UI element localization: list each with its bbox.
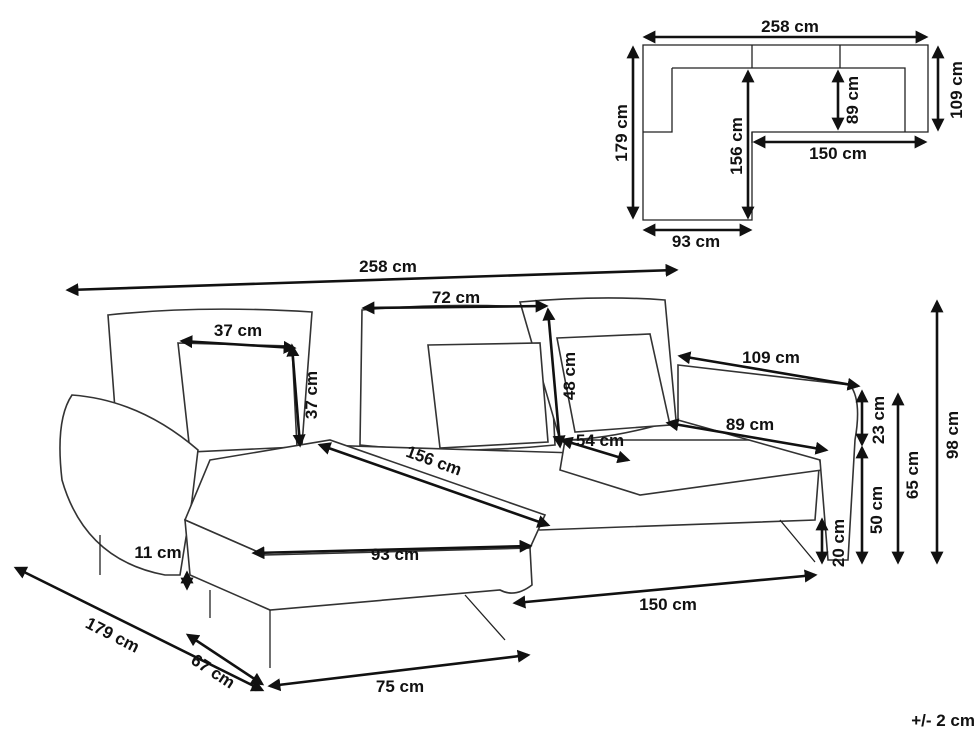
arm-depth-arrow: [677, 351, 861, 391]
back-cushion-width-label: 72 cm: [432, 288, 480, 307]
plan-outline: [642, 44, 929, 221]
back-cushion-height-arrow: [542, 307, 566, 449]
leg-right: [779, 519, 816, 563]
chaise-length-arrow: [317, 442, 551, 528]
overall-width-arrow: [65, 263, 679, 297]
back-cushion-width-arrow: [361, 299, 549, 315]
cushion-height-label: 37 cm: [302, 371, 321, 419]
seat-height-label: 50 cm: [867, 486, 886, 534]
arm-total-height-label: 65 cm: [903, 451, 922, 499]
seat-width-label: 54 cm: [576, 431, 624, 450]
arm-depth-label: 109 cm: [742, 348, 800, 367]
chaise-width-label: 75 cm: [376, 677, 424, 696]
plan-inner-depth-label: 89 cm: [843, 76, 862, 124]
plan-right-depth-label: 109 cm: [947, 61, 966, 119]
back-cushion-height-label: 48 cm: [560, 352, 579, 400]
plan-main-width-label: 150 cm: [809, 144, 867, 163]
arm-height-label: 23 cm: [869, 396, 888, 444]
leg-height-left-label: 11 cm: [134, 543, 181, 562]
top-plan-view: 258 cm 179 cm 156 cm 89 cm 109 cm 150 cm…: [612, 17, 966, 251]
cushion-height-arrow: [286, 343, 306, 448]
chaise-width-arrow: [267, 649, 531, 692]
total-height-label: 98 cm: [943, 411, 962, 459]
throw-pillow-left: [177, 342, 298, 453]
seat-depth-label: 89 cm: [726, 415, 774, 434]
main-width-arrow: [512, 569, 818, 609]
plan-chaise-width-label: 93 cm: [672, 232, 720, 251]
tolerance-note: +/- 2 cm: [911, 711, 975, 730]
cushion-width-arrow: [179, 335, 297, 354]
leg-chaise-right: [464, 594, 506, 641]
cushion-width-label: 37 cm: [214, 321, 262, 340]
seat-depth-arrow: [665, 418, 829, 455]
depth-total-label: 179 cm: [82, 614, 142, 657]
leg-height-right-label: 20 cm: [829, 519, 848, 567]
chaise-seat-width-arrow: [251, 539, 533, 560]
chaise-depth-arrow: [185, 633, 265, 686]
plan-width-label: 258 cm: [761, 17, 819, 36]
chaise-depth-label: 67 cm: [188, 650, 239, 692]
seat-width-arrow: [559, 436, 631, 464]
main-width-label: 150 cm: [639, 595, 697, 614]
chaise-seat-width-label: 93 cm: [371, 545, 419, 564]
plan-height-label: 179 cm: [612, 104, 631, 162]
plan-seat-depth-label: 156 cm: [727, 117, 746, 175]
sofa-drawing: [59, 297, 859, 668]
left-arm: [59, 394, 199, 576]
throw-pillow-middle: [427, 342, 549, 449]
plan-inner-outline: [643, 67, 906, 133]
overall-width-label: 258 cm: [359, 257, 417, 276]
